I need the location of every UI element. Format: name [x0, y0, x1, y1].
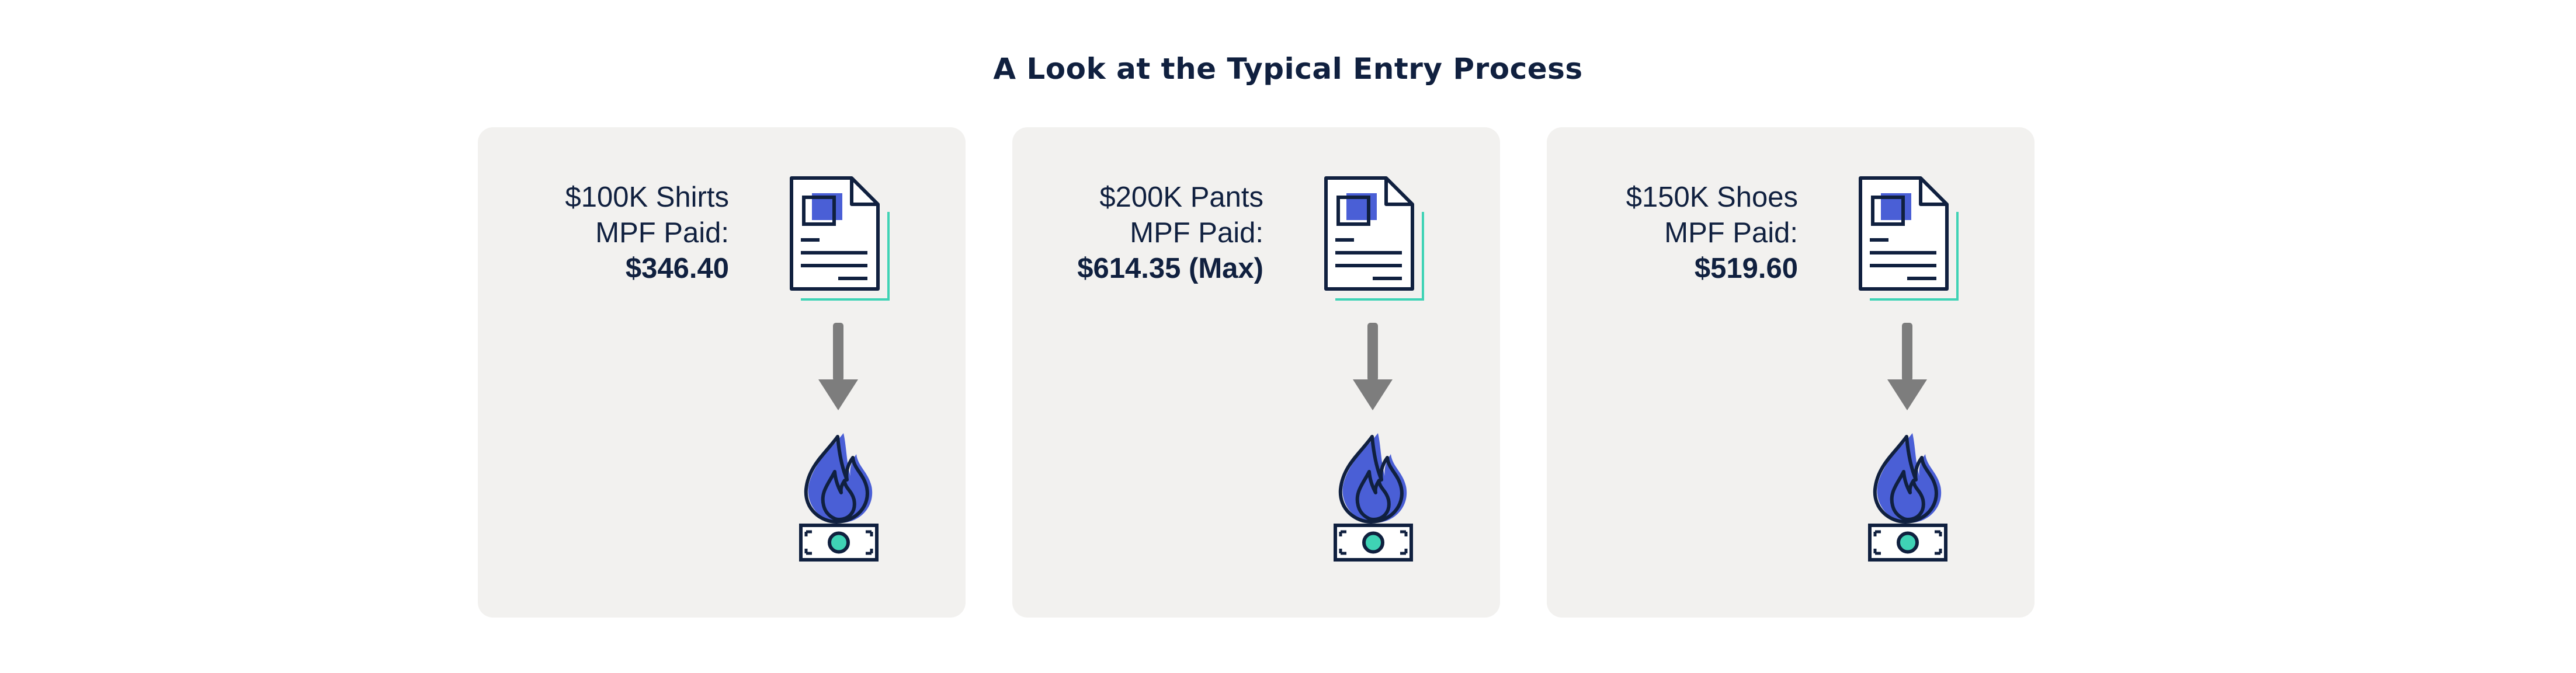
entry-details: $150K Shoes MPF Paid: $519.60 [1553, 180, 1798, 287]
money-icon [1334, 524, 1413, 562]
goods-value: $100K Shirts [565, 182, 729, 213]
document-icon [1324, 176, 1433, 312]
entry-cards: $100K Shirts MPF Paid: $346.40 [478, 127, 2035, 618]
money-icon [799, 524, 879, 562]
goods-value: $200K Pants [1099, 182, 1263, 213]
money-icon [1868, 524, 1947, 562]
fee-amount: $614.35 (Max) [1077, 253, 1263, 284]
document-icon [1859, 176, 1967, 312]
fee-amount: $346.40 [625, 253, 729, 284]
entry-card-pants: $200K Pants MPF Paid: $614.35 (Max) [1012, 127, 1500, 618]
fire-icon [803, 431, 876, 524]
fee-label: MPF Paid: [1130, 217, 1263, 249]
fire-icon [1337, 431, 1411, 524]
page-title: A Look at the Typical Entry Process [993, 52, 1583, 86]
down-arrow-icon [1887, 323, 1927, 410]
entry-details: $100K Shirts MPF Paid: $346.40 [484, 180, 729, 287]
entry-card-shoes: $150K Shoes MPF Paid: $519.60 [1547, 127, 2035, 618]
fee-label: MPF Paid: [595, 217, 729, 249]
down-arrow-icon [1353, 323, 1393, 410]
entry-card-shirts: $100K Shirts MPF Paid: $346.40 [478, 127, 966, 618]
goods-value: $150K Shoes [1626, 182, 1798, 213]
fee-amount: $519.60 [1694, 253, 1798, 284]
down-arrow-icon [818, 323, 858, 410]
document-icon [790, 176, 898, 312]
fire-icon [1872, 431, 1945, 524]
fee-label: MPF Paid: [1664, 217, 1798, 249]
entry-details: $200K Pants MPF Paid: $614.35 (Max) [1018, 180, 1263, 287]
